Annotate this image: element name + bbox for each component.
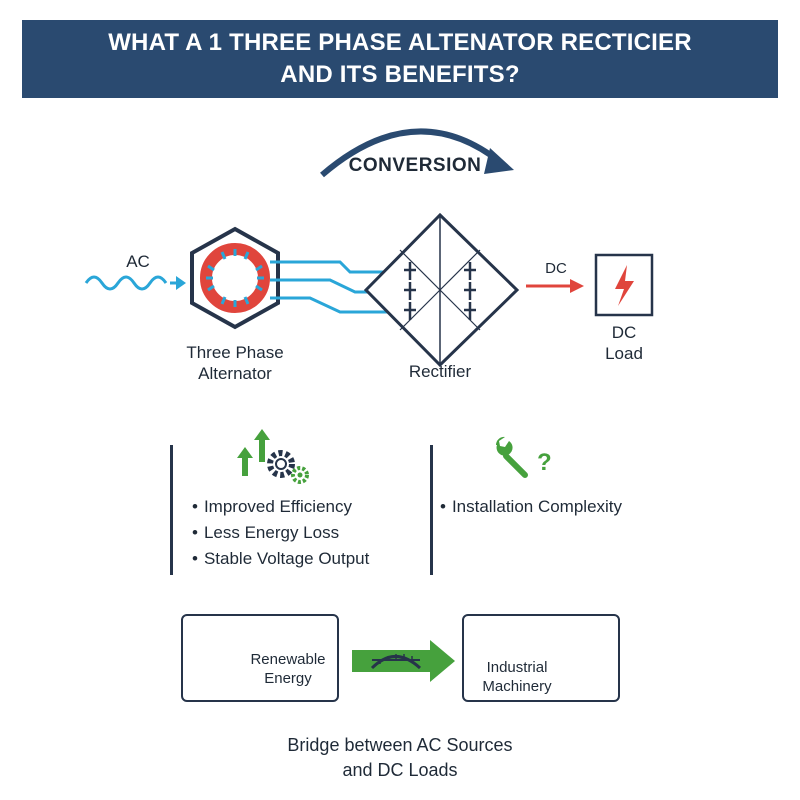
alternator-label: Three Phase Alternator	[165, 342, 305, 384]
benefit-item: Improved Efficiency	[192, 494, 369, 520]
alternator-label-line-1: Three Phase	[186, 343, 284, 362]
renewable-energy-line-2: Energy	[264, 670, 312, 687]
svg-text:?: ?	[537, 449, 552, 476]
alternator-icon	[190, 226, 280, 330]
dc-arrow	[526, 279, 584, 293]
renewable-energy-line-1: Renewable	[250, 651, 326, 668]
title-line-1: WHAT A 1 THREE PHASE ALTENATOR RECTICIER	[108, 29, 692, 56]
title-banner: WHAT A 1 THREE PHASE ALTENATOR RECTICIER…	[22, 20, 778, 98]
benefits-divider	[170, 445, 173, 575]
title-line-2: AND ITS BENEFITS?	[280, 61, 520, 88]
efficiency-gears-icon	[237, 429, 309, 484]
industrial-machinery-line-2: Machinery	[482, 678, 552, 695]
footer-caption: Bridge between AC Sources and DC Loads	[0, 733, 800, 783]
wrench-question-icon: ?	[495, 436, 552, 478]
dc-load-line-1: DC	[611, 323, 637, 342]
dc-load-icon	[594, 253, 654, 317]
challenges-divider	[430, 445, 433, 575]
renewable-energy-box	[181, 614, 339, 702]
conversion-label: CONVERSION	[348, 155, 482, 176]
challenge-item: Installation Complexity	[440, 494, 622, 520]
footer-line-1: Bridge between AC Sources	[287, 735, 513, 755]
challenges-list: Installation Complexity	[440, 494, 622, 520]
dc-load-label: DC Load	[590, 322, 658, 364]
dc-label: DC	[545, 260, 567, 277]
alternator-label-line-2: Alternator	[198, 364, 272, 383]
benefit-item: Less Energy Loss	[192, 520, 369, 546]
ac-label: AC	[126, 252, 150, 271]
rectifier-label: Rectifier	[408, 362, 472, 381]
dc-load-line-2: Load	[605, 344, 643, 363]
benefit-item: Stable Voltage Output	[192, 546, 369, 572]
industrial-machinery-label: Industrial Machinery	[472, 658, 562, 696]
benefits-list: Improved Efficiency Less Energy Loss Sta…	[192, 494, 369, 572]
conversion-arrow	[320, 128, 514, 178]
ac-wave-icon	[84, 275, 186, 291]
bridge-arrow-icon	[352, 640, 455, 682]
footer-line-2: and DC Loads	[342, 760, 458, 780]
industrial-machinery-line-1: Industrial	[486, 659, 548, 676]
rectifier-icon	[363, 212, 520, 368]
renewable-energy-label: Renewable Energy	[246, 650, 330, 688]
industrial-machinery-box	[462, 614, 620, 702]
